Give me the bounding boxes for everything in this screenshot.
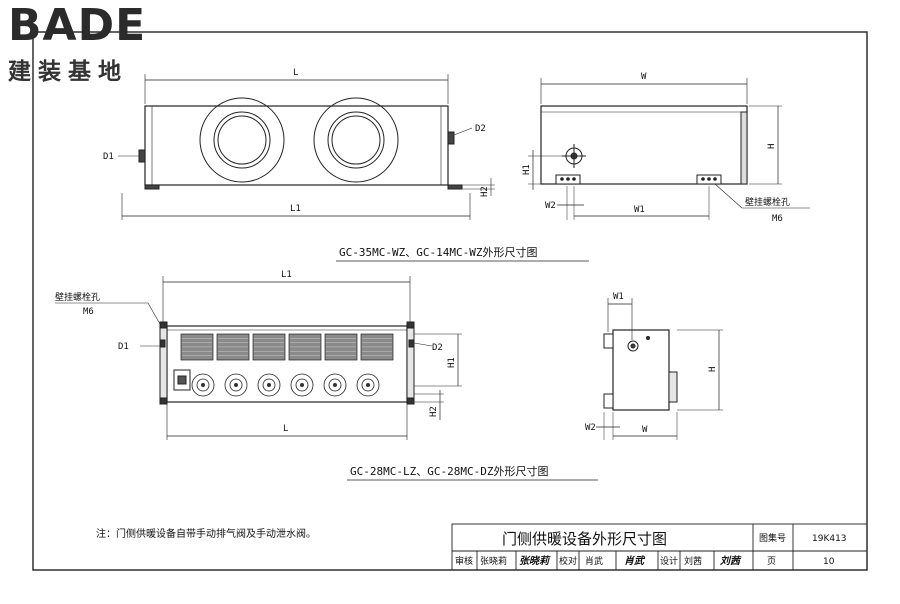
fan-outer-ring [191,373,215,397]
fan-outer-ring [356,373,380,397]
side-view-lower [596,298,723,440]
callout-bolt-hole-upper: 壁挂螺栓孔 [745,196,790,208]
page-label: 页 [767,556,776,567]
air-grilles [180,333,394,361]
dim-H-lower: H [708,367,718,372]
dim-H-upper: H [767,144,777,149]
fan-hub [300,383,304,387]
review-signature: 张晓莉 [519,555,551,567]
fan-inner-ring [328,378,342,392]
fan-hub [234,383,238,387]
front-view-upper [118,74,495,220]
fan-inner-ring [295,378,309,392]
fan-row [191,373,380,397]
dim-W-upper: W [641,72,647,82]
dim-W2-upper: W2 [545,201,556,211]
atlas-label: 图集号 [759,532,786,544]
atlas-number: 19K413 [812,534,847,544]
fan-outer-ring [224,373,248,397]
dim-H2-upper: H2 [480,186,490,197]
brand-logo-word: BADE [8,0,147,51]
caption-upper: GC-35MC-WZ、GC-14MC-WZ外形尺寸图 [339,245,537,259]
check-label: 校对 [559,555,577,567]
review-name: 张晓莉 [480,555,507,567]
check-name: 肖武 [585,555,603,567]
callout-m6-lower: M6 [83,307,94,317]
side-view-upper [528,78,810,220]
fan-inner-ring [229,378,243,392]
page-number: 10 [823,557,835,567]
dim-H2-lower: H2 [429,406,439,417]
dim-H1-upper: H1 [522,164,532,175]
callout-bolt-hole-lower: 壁挂螺栓孔 [55,291,100,303]
dim-W2-lower: W2 [585,423,596,433]
fan-inner-ring [262,378,276,392]
fan-inner-ring [361,378,375,392]
dim-W1-lower: W1 [613,292,624,302]
dim-W1-upper: W1 [634,205,645,215]
fan-hub [333,383,337,387]
design-label: 设计 [660,555,678,567]
dim-W-lower: W [642,425,648,435]
dim-L1-lower: L1 [281,270,292,280]
fan-inner-ring [196,378,210,392]
fan-hub [366,383,370,387]
dim-D1-lower: D1 [118,342,129,352]
fan-hub [201,383,205,387]
design-signature: 刘茜 [720,555,742,567]
caption-lower: GC-28MC-LZ、GC-28MC-DZ外形尺寸图 [350,464,548,478]
check-signature: 肖武 [624,555,646,567]
review-label: 审核 [455,555,473,567]
title-block-title: 门侧供暖设备外形尺寸图 [502,530,667,548]
front-view-lower [55,276,462,440]
dim-D2-lower: D2 [432,343,443,353]
dim-L1-upper: L1 [290,204,301,214]
dim-L-upper: L [293,68,298,78]
design-name: 刘茜 [684,555,702,567]
fan-hub [267,383,271,387]
callout-m6-upper: M6 [772,214,783,224]
fan-outer-ring [290,373,314,397]
fan-outer-ring [257,373,281,397]
dim-H1-lower: H1 [447,357,457,368]
brand-logo-chinese: 建装基地 [8,59,128,85]
dim-L-lower: L [283,424,288,434]
dim-D1-upper: D1 [103,152,114,162]
general-note: 注：门侧供暖设备自带手动排气阀及手动泄水阀。 [96,527,316,540]
drawing-frame [32,31,868,571]
title-block [451,523,868,571]
dim-D2-upper: D2 [475,124,486,134]
fan-outer-ring [323,373,347,397]
